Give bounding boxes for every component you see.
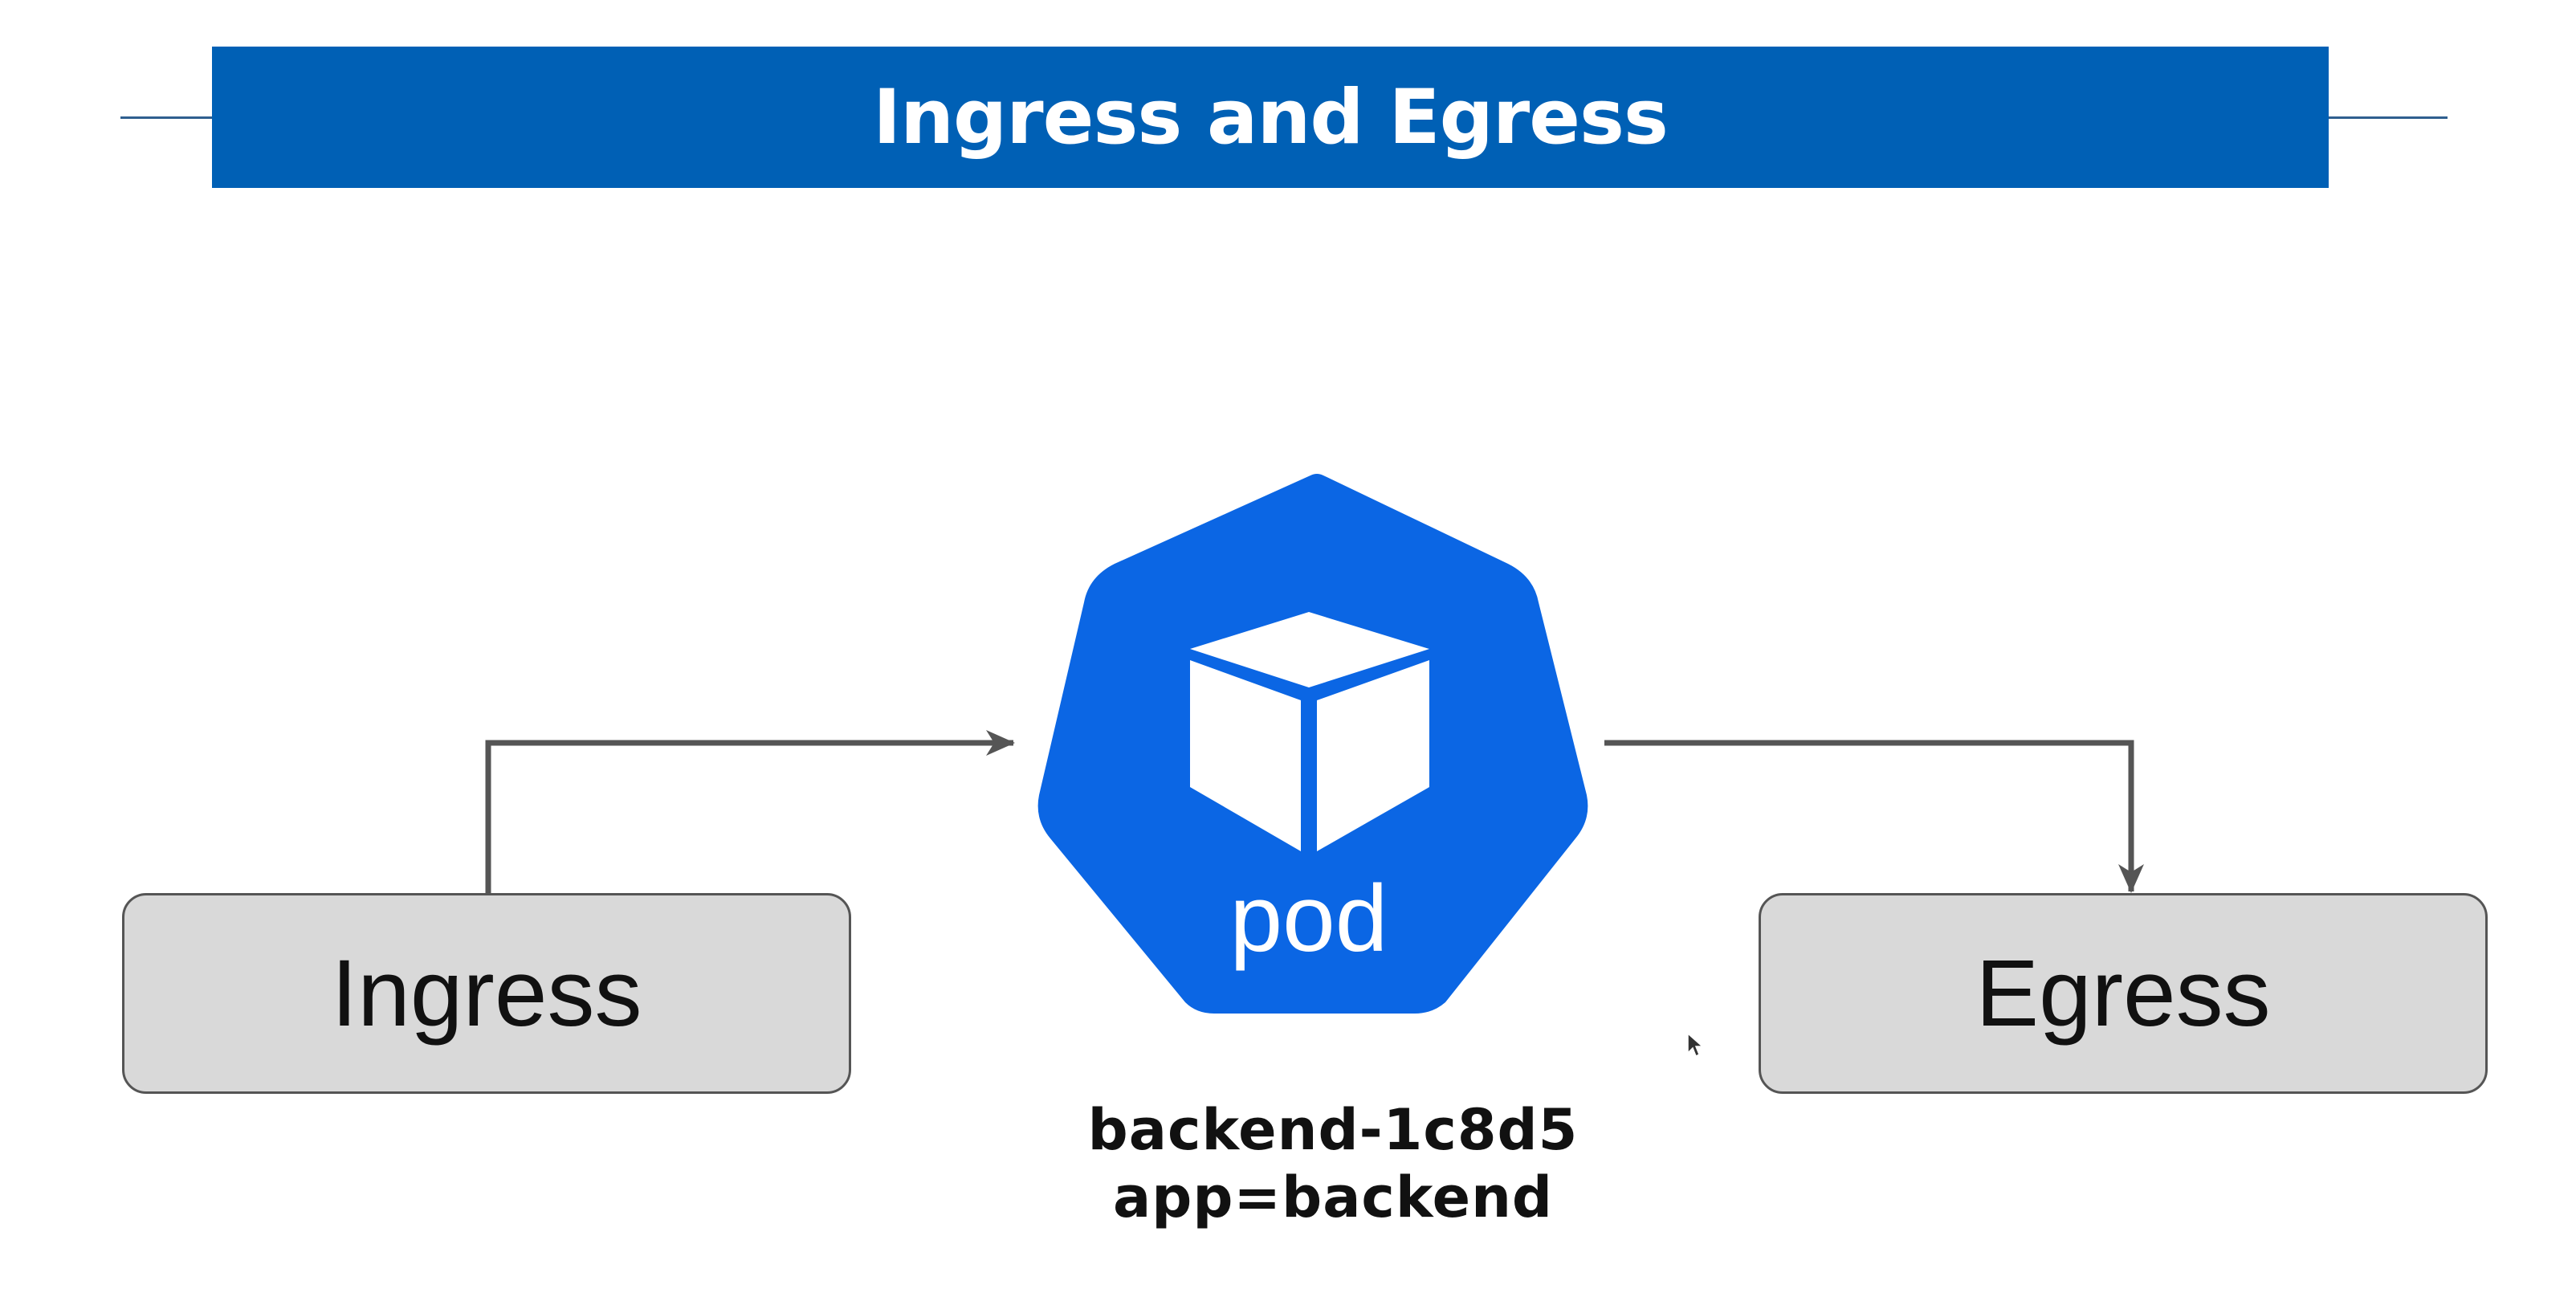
egress-label: Egress [1975,940,2271,1046]
cube-icon [1190,612,1429,851]
pod-selector-label: app=backend [1112,1165,1554,1230]
title-bar: Ingress and Egress [212,47,2329,188]
pod-icon [1037,474,1588,1014]
header-rule-right [2327,116,2448,119]
egress-connector-arrow [1604,740,2144,893]
pod-metadata: backend-1c8d5 app=backend [1012,1096,1654,1231]
header-rule-left [120,116,214,119]
mouse-pointer-icon [1687,1032,1704,1058]
pod-icon-label: pod [1229,866,1388,972]
pod-heptagon-shape [1037,474,1588,1014]
ingress-connector-arrow [485,730,1015,893]
egress-box: Egress [1759,893,2488,1094]
pod-name: backend-1c8d5 [1087,1097,1579,1163]
page-title: Ingress and Egress [873,73,1669,161]
ingress-label: Ingress [331,940,642,1046]
ingress-box: Ingress [122,893,851,1094]
